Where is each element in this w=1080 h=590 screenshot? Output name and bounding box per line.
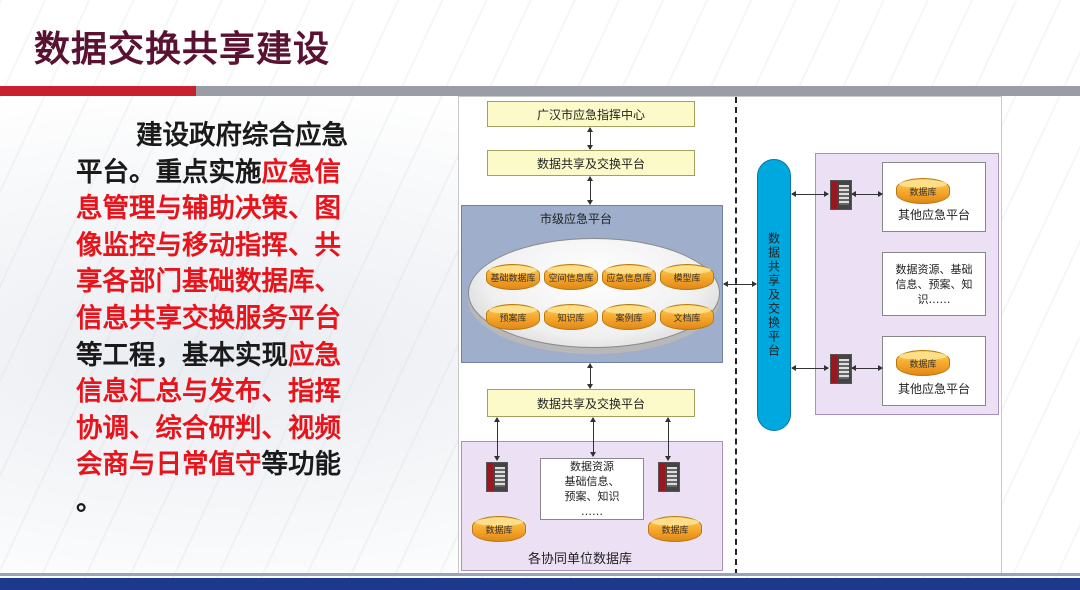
connector-arrow	[791, 191, 829, 197]
db-label: 模型库	[673, 273, 701, 284]
connector-arrow	[665, 417, 671, 461]
db-label: 文档库	[673, 313, 701, 324]
connector-arrow	[851, 365, 883, 371]
database-icon: 案例库	[602, 304, 656, 330]
server-icon	[658, 462, 680, 492]
db-label: 数据库	[661, 525, 689, 536]
command-center-box: 广汉市应急指挥中心	[487, 101, 695, 127]
exchange-platform-top: 数据共享及交换平台	[487, 150, 695, 176]
body-segment: 等功能 。	[76, 449, 341, 517]
connector-arrow	[587, 363, 593, 389]
database-icon: 数据库	[648, 516, 702, 542]
connector-arrow	[851, 191, 883, 197]
body-segment-highlight: 应急信息管理与辅助决策、图像监控与移动指挥、共享各部门基础数据库、信息共享交换服…	[76, 156, 341, 334]
db-label: 预案库	[499, 313, 527, 324]
database-icon: 数据库	[896, 178, 950, 204]
db-label: 知识库	[557, 313, 585, 324]
db-label: 数据库	[909, 359, 937, 370]
exchange-platform-bottom: 数据共享及交换平台	[487, 389, 695, 417]
db-label: 数据库	[909, 187, 937, 198]
database-icon: 预案库	[486, 304, 540, 330]
database-icon: 数据库	[896, 350, 950, 376]
resource-line: 信息、预案、知	[895, 277, 973, 291]
architecture-diagram: 广汉市应急指挥中心 数据共享及交换平台 市级应急平台 基础数据库 空间信息库 应…	[458, 96, 1002, 576]
connector-arrow	[494, 417, 500, 461]
db-label: 应急信息库	[606, 273, 652, 284]
db-label: 案例库	[615, 313, 643, 324]
connector-arrow	[587, 176, 593, 205]
divider-dashed-line	[735, 97, 737, 575]
coop-units-label: 各协同单位数据库	[528, 552, 633, 567]
right-resources-box: 数据资源、基础 信息、预案、知 识……	[882, 252, 986, 316]
connector-arrow	[791, 365, 829, 371]
coop-resources-box: 数据资源 基础信息、 预案、知识 ……	[540, 458, 644, 520]
database-icon: 模型库	[660, 264, 714, 290]
database-icon: 知识库	[544, 304, 598, 330]
title-rule-red	[0, 86, 196, 96]
city-platform-panel: 市级应急平台 基础数据库 空间信息库 应急信息库 模型库 预案库 知识库 案例库…	[461, 205, 723, 363]
db-label: 数据库	[485, 525, 513, 536]
server-icon	[486, 462, 508, 492]
connector-arrow	[723, 281, 757, 287]
resource-line: 数据资源	[570, 460, 614, 473]
footer-bar	[0, 578, 1080, 590]
server-icon	[830, 354, 852, 384]
body-paragraph: 建设政府综合应急平台。重点实施应急信息管理与辅助决策、图像监控与移动指挥、共享各…	[76, 118, 361, 521]
database-icon: 基础数据库	[486, 264, 540, 290]
database-icon: 数据库	[472, 516, 526, 542]
body-segment: 等工程，基本实现	[76, 339, 288, 371]
resource-line: 数据资源、基础	[895, 262, 973, 276]
other-platform-label: 其他应急平台	[897, 208, 970, 222]
body-segment: 建设政府综合应急平台。重点实施	[76, 120, 348, 188]
connector-arrow	[590, 417, 596, 457]
coop-units-panel: 数据资源 基础信息、 预案、知识 …… 数据库 数据库 各协同单位数据库	[461, 441, 723, 571]
title-rule-gray	[196, 86, 1080, 96]
database-icon: 应急信息库	[602, 264, 656, 290]
resource-line: 预案、知识	[564, 490, 620, 503]
db-label: 基础数据库	[490, 273, 536, 284]
database-icon: 空间信息库	[544, 264, 598, 290]
database-disc	[468, 238, 720, 348]
resource-line: 识……	[917, 292, 951, 306]
server-icon	[830, 180, 852, 210]
other-platform-label: 其他应急平台	[897, 382, 970, 396]
database-icon: 文档库	[660, 304, 714, 330]
city-platform-label: 市级应急平台	[540, 212, 613, 226]
connector-arrow	[587, 127, 593, 150]
exchange-hub: 数据共享及交换平台	[757, 159, 791, 431]
resource-line: 基础信息、	[564, 475, 620, 488]
slide-title: 数据交换共享建设	[34, 29, 331, 70]
body-segment-highlight: 应急信息汇总与发布、指挥协调、综合研判、视频会商与日常值守	[76, 339, 341, 481]
resource-line: ……	[581, 505, 603, 518]
footer-line	[0, 573, 1080, 576]
db-label: 空间信息库	[548, 273, 594, 284]
other-platforms-panel: 其他应急平台 数据库 数据资源、基础 信息、预案、知 识…… 其他应急平台 数据…	[815, 153, 999, 415]
